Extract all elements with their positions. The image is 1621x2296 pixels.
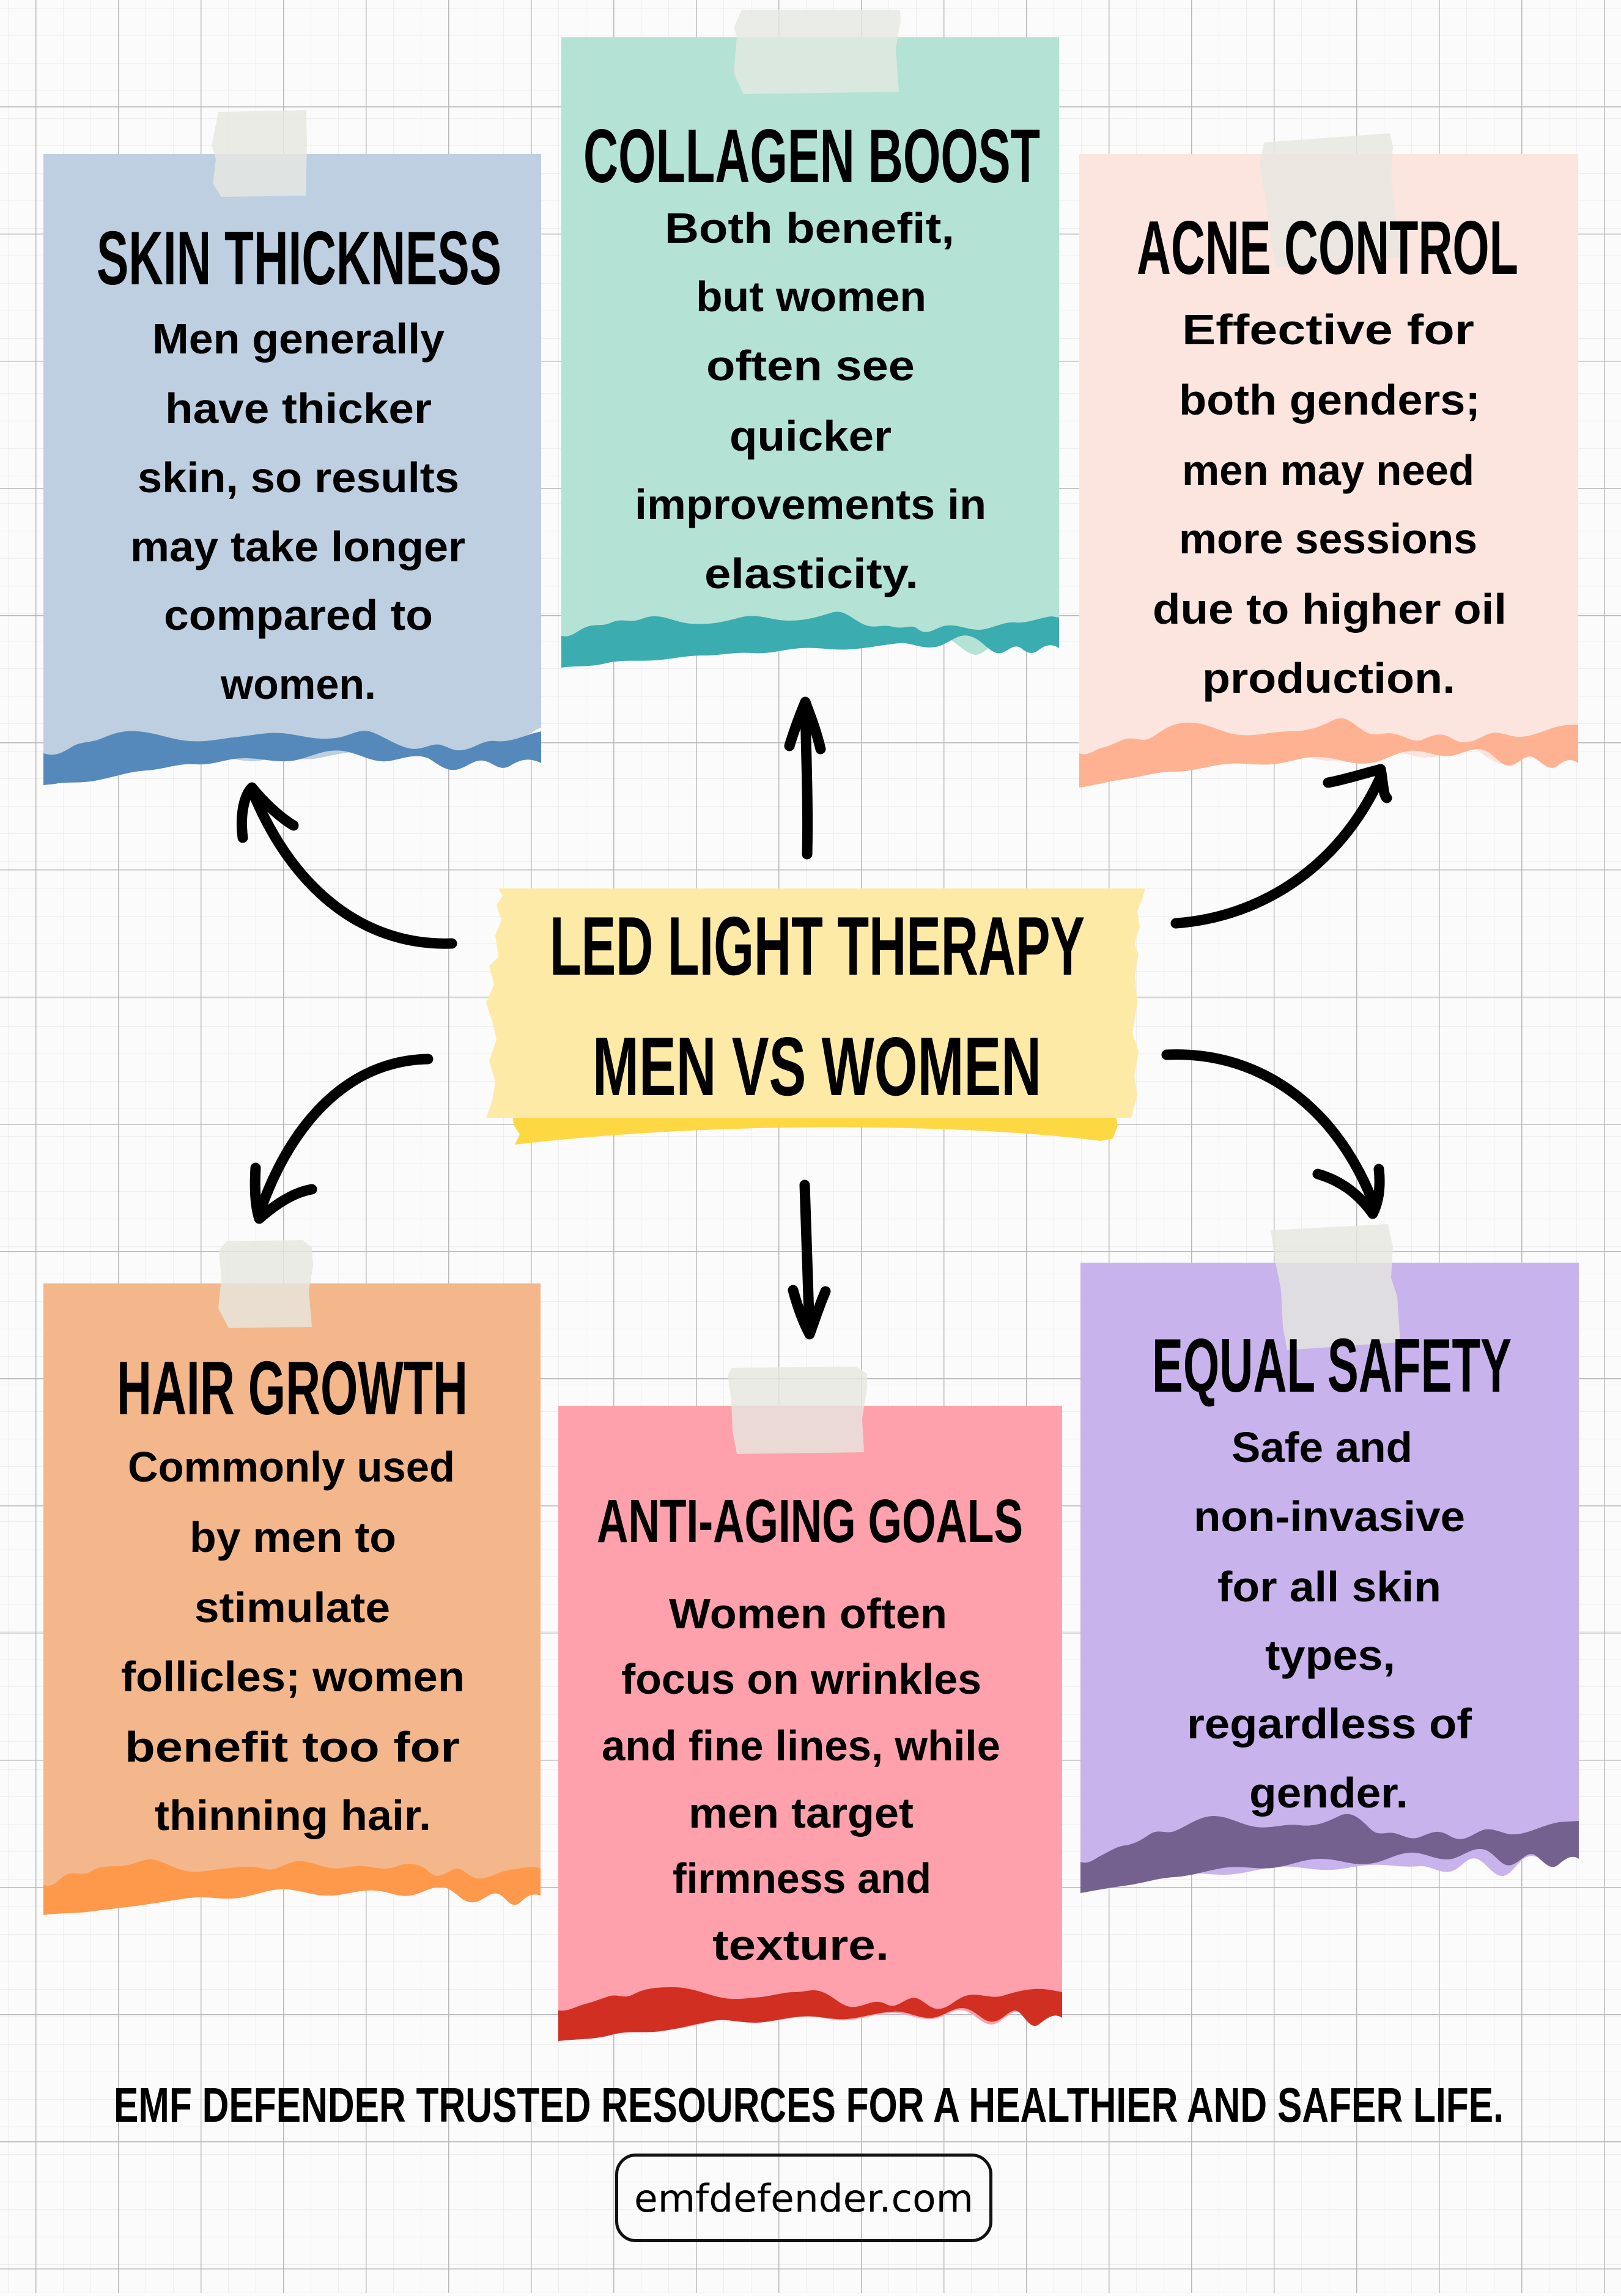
- card-title: COLLAGEN BOOST: [583, 114, 1040, 199]
- card-line: by men to: [190, 1513, 396, 1561]
- arrow-up-icon: [784, 696, 826, 860]
- card-line: Women often: [669, 1590, 947, 1637]
- torn-edge: [561, 611, 1059, 668]
- banner-paper: [486, 888, 1145, 1118]
- arrow-up-right-icon: [1170, 764, 1392, 929]
- masking-tape-icon: [728, 1367, 867, 1454]
- banner-title-line1: LED LIGHT THERAPY: [550, 899, 1085, 992]
- card-line: skin, so results: [138, 454, 459, 501]
- website-link-button[interactable]: [615, 2154, 992, 2242]
- card-hair-growth: HAIR GROWTH Commonly used by men to stim…: [43, 1240, 541, 1915]
- card-line: due to higher oil: [1153, 585, 1507, 633]
- card-line: Effective for: [1182, 306, 1474, 353]
- card-line: Men generally: [152, 315, 445, 363]
- card-line: quicker: [729, 412, 892, 460]
- card-line: non-invasive: [1194, 1493, 1465, 1540]
- website-link-label: emfdefender.com: [634, 2176, 973, 2221]
- card-equal-safety: EQUAL SAFETY Safe and non-invasive for a…: [1080, 1224, 1579, 1893]
- card-line: stimulate: [194, 1584, 390, 1631]
- masking-tape-icon: [212, 110, 307, 197]
- torn-edge: [558, 1987, 1062, 2041]
- card-line: improvements in: [635, 481, 986, 528]
- card-line: production.: [1202, 654, 1455, 702]
- card-line: elasticity.: [704, 550, 918, 597]
- card-paper: [1079, 154, 1578, 783]
- card-line: men may need: [1182, 446, 1474, 494]
- center-banner: LED LIGHT THERAPY MEN VS WOMEN: [486, 888, 1145, 1145]
- card-line: may take longer: [130, 523, 465, 570]
- card-line: for all skin: [1217, 1563, 1441, 1611]
- card-line: Commonly used: [128, 1443, 455, 1491]
- card-line: thinning hair.: [155, 1792, 431, 1839]
- card-line: focus on wrinkles: [621, 1655, 981, 1703]
- masking-tape-icon: [1260, 133, 1400, 268]
- torn-edge: [1079, 718, 1578, 788]
- card-line: texture.: [712, 1921, 889, 1969]
- card-paper: [43, 154, 541, 781]
- banner-title-line2: MEN VS WOMEN: [593, 1020, 1041, 1113]
- card-line: often see: [706, 342, 915, 389]
- card-title: SKIN THICKNESS: [97, 216, 501, 301]
- card-title: EQUAL SAFETY: [1152, 1324, 1512, 1408]
- card-line: women.: [220, 660, 376, 708]
- card-line: more sessions: [1179, 515, 1477, 563]
- card-anti-aging-goals: ANTI-AGING GOALS Women often focus on wr…: [558, 1367, 1062, 2041]
- masking-tape-icon: [218, 1240, 313, 1328]
- torn-edge: [43, 1859, 541, 1915]
- card-skin-thickness: SKIN THICKNESS Men generally have thicke…: [43, 110, 541, 785]
- card-line: benefit too for: [125, 1723, 460, 1771]
- footer: EMF DEFENDER TRUSTED RESOURCES FOR A HEA…: [114, 2078, 1504, 2221]
- card-acne-control: ACNE CONTROL Effective for both genders;…: [1079, 133, 1578, 788]
- card-line: compared to: [164, 591, 433, 639]
- arrow-down-right-icon: [1161, 1049, 1385, 1219]
- arrows: [236, 696, 1392, 1340]
- card-line: but women: [696, 273, 926, 320]
- card-title: HAIR GROWTH: [117, 1346, 468, 1431]
- torn-edge: [43, 731, 541, 785]
- card-line: gender.: [1249, 1769, 1408, 1817]
- masking-tape-icon: [734, 10, 901, 94]
- masking-tape-icon: [1271, 1224, 1400, 1350]
- card-line: have thicker: [165, 385, 432, 432]
- card-line: both genders;: [1179, 376, 1480, 424]
- card-collagen-boost: COLLAGEN BOOST Both benefit, but women o…: [561, 10, 1059, 668]
- card-line: men target: [689, 1789, 914, 1837]
- footer-tagline: EMF DEFENDER TRUSTED RESOURCES FOR A HEA…: [114, 2078, 1504, 2132]
- card-title: ACNE CONTROL: [1137, 206, 1518, 290]
- card-line: firmness and: [673, 1855, 931, 1902]
- card-line: Safe and: [1231, 1423, 1412, 1471]
- banner-underlay: [512, 1110, 1118, 1145]
- card-line: follicles; women: [121, 1653, 465, 1700]
- card-paper: [558, 1406, 1062, 2039]
- card-paper: [561, 37, 1059, 663]
- card-line: types,: [1265, 1631, 1395, 1679]
- card-paper: [43, 1283, 541, 1910]
- arrow-up-left-icon: [236, 782, 457, 949]
- card-line: and fine lines, while: [602, 1722, 1000, 1770]
- arrow-down-left-icon: [249, 1054, 434, 1224]
- card-line: regardless of: [1187, 1700, 1472, 1748]
- card-title: ANTI-AGING GOALS: [597, 1487, 1023, 1556]
- card-paper: [1080, 1263, 1579, 1889]
- card-line: Both benefit,: [665, 204, 955, 252]
- torn-edge: [1080, 1814, 1579, 1893]
- arrow-down-icon: [788, 1179, 831, 1340]
